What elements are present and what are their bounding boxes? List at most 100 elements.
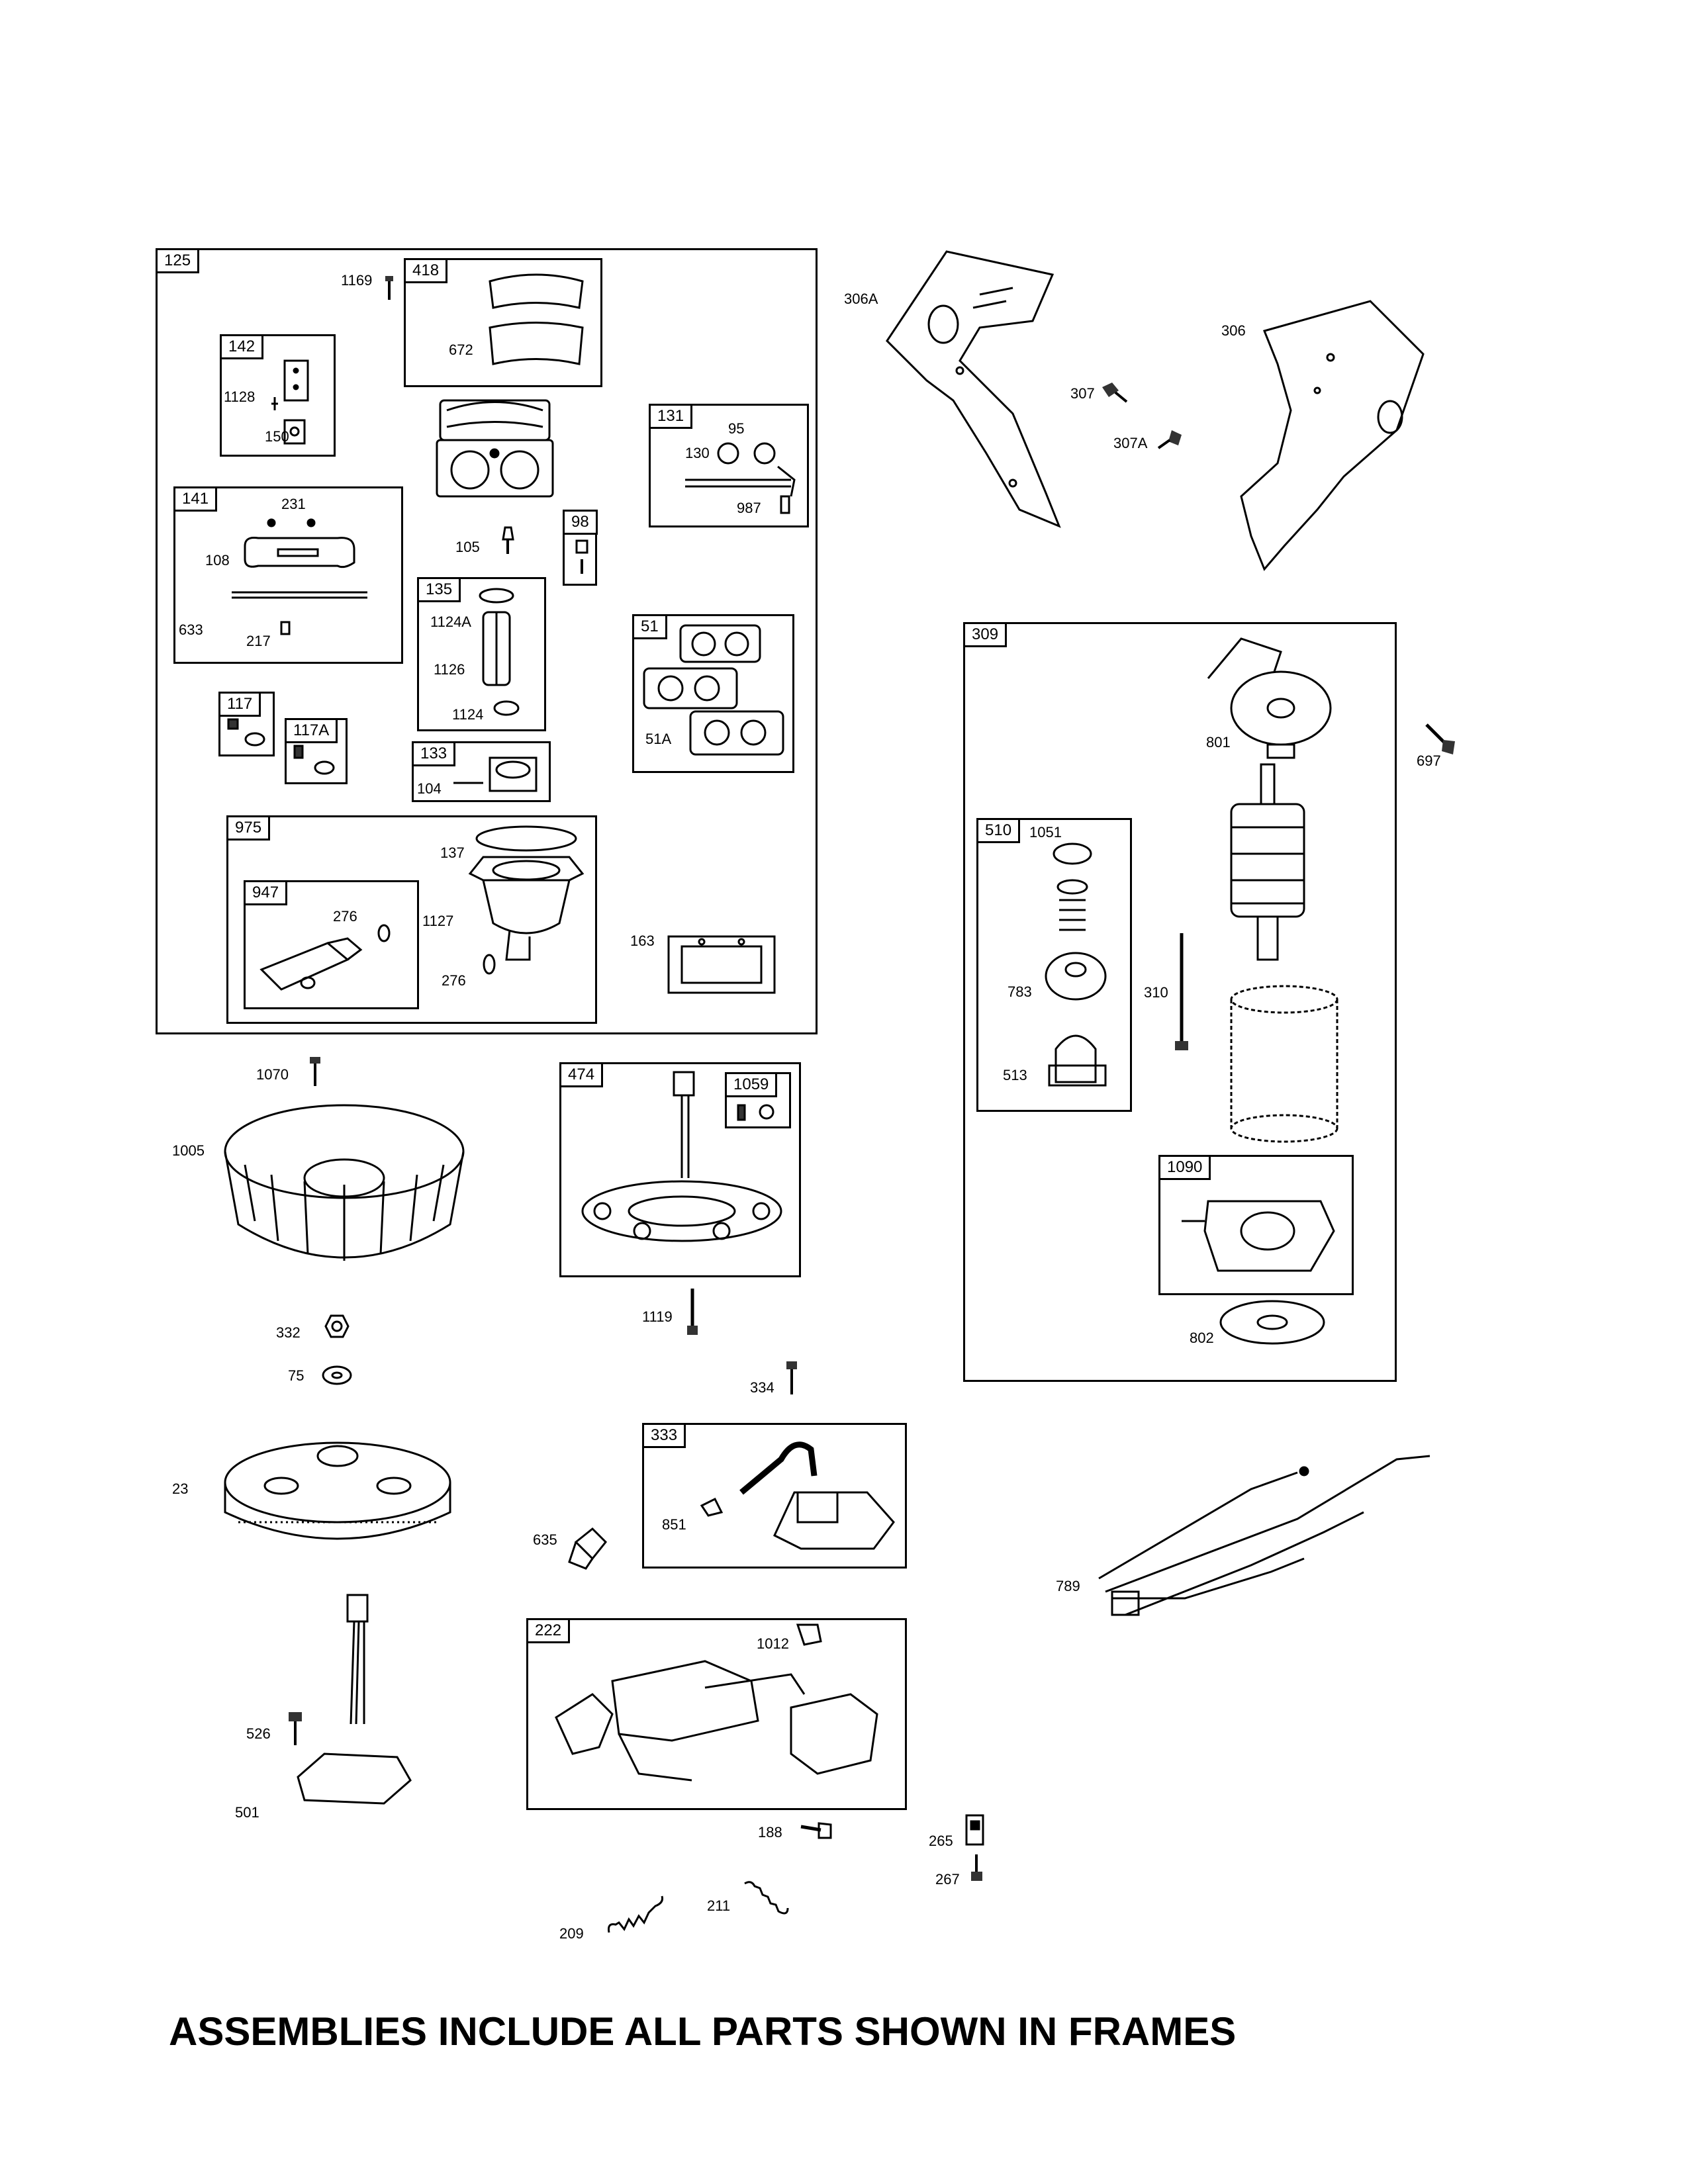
part-label-75: 75	[288, 1367, 305, 1384]
assembly-frame-131: 131	[649, 404, 809, 527]
assembly-frame-117: 117	[218, 692, 275, 756]
assembly-frame-1090: 1090	[1158, 1155, 1354, 1295]
part-label-306: 306	[1221, 322, 1246, 339]
part-label-1012: 1012	[757, 1635, 789, 1652]
starter-housing-icon	[1225, 983, 1344, 1145]
part-label-801: 801	[1206, 734, 1231, 751]
brush-plate-1090-icon	[1178, 1185, 1344, 1284]
fan-1005-icon	[218, 1099, 470, 1284]
part-label-108: 108	[205, 552, 230, 569]
wiring-harness-789-icon	[1086, 1433, 1436, 1631]
air-filter-gaskets-672-icon	[487, 271, 586, 371]
frame-tag: 141	[173, 486, 218, 512]
part-label-310: 310	[1144, 984, 1168, 1001]
assembly-frame-333: 333	[642, 1423, 907, 1569]
nut-332-icon	[324, 1314, 350, 1339]
part-label-276-a: 276	[333, 908, 357, 925]
part-label-1127: 1127	[422, 913, 454, 929]
part-label-501: 501	[235, 1804, 259, 1821]
assembly-frame-142: 142	[220, 334, 336, 457]
gasket-163-icon	[662, 930, 781, 999]
frame-tag: 142	[220, 334, 264, 359]
assembly-frame-222: 222	[526, 1618, 907, 1810]
assembly-frame-133: 133	[412, 741, 551, 802]
part-label-265: 265	[929, 1833, 953, 1849]
armature-icon	[1221, 761, 1314, 966]
frame-tag: 51	[632, 614, 667, 639]
screw-526-icon	[286, 1711, 305, 1747]
part-label-802: 802	[1190, 1330, 1214, 1346]
part-label-23: 23	[172, 1480, 189, 1497]
part-label-513: 513	[1003, 1067, 1027, 1083]
choke-plate-142-icon	[268, 357, 321, 450]
screw-307a-icon	[1155, 427, 1185, 450]
screw-307-icon	[1099, 381, 1129, 404]
assembly-frame-975: 975	[226, 815, 597, 1024]
spark-boot-635-icon	[563, 1522, 612, 1572]
frame-tag: 333	[642, 1423, 686, 1448]
frame-tag: 309	[963, 622, 1008, 647]
frame-tag: 474	[559, 1062, 604, 1087]
part-label-105: 105	[455, 539, 480, 555]
frame-tag: 117	[218, 692, 261, 717]
part-label-209: 209	[559, 1925, 584, 1942]
frame-tag: 133	[412, 741, 456, 766]
bolt-1119-icon	[685, 1287, 700, 1337]
frame-tag: 975	[226, 815, 271, 841]
part-label-276-b: 276	[442, 972, 466, 989]
part-label-188: 188	[758, 1824, 782, 1841]
screw-1070-icon	[308, 1056, 322, 1089]
screw-98-icon	[575, 539, 589, 576]
shroud-306a-icon	[880, 248, 1072, 529]
part-label-51a: 51A	[645, 731, 672, 747]
assembly-frame-418: 418	[404, 258, 602, 387]
part-label-1169: 1169	[341, 272, 373, 289]
end-plate-802-icon	[1218, 1297, 1327, 1347]
part-label-526: 526	[246, 1725, 271, 1742]
footer-note: ASSEMBLIES INCLUDE ALL PARTS SHOWN IN FR…	[169, 2009, 1237, 2054]
spring-209-icon	[606, 1893, 665, 1939]
parts-1059-icon	[735, 1102, 784, 1125]
part-label-672: 672	[449, 341, 473, 358]
frame-tag: 418	[404, 258, 448, 283]
part-label-1051: 1051	[1029, 824, 1062, 841]
part-label-334: 334	[750, 1379, 774, 1396]
part-label-95: 95	[728, 420, 745, 437]
part-label-307a: 307A	[1113, 435, 1148, 451]
part-label-137: 137	[440, 844, 465, 861]
part-label-306a: 306A	[844, 291, 878, 307]
regulator-501-icon	[285, 1592, 417, 1827]
part-label-104: 104	[417, 780, 442, 797]
assembly-frame-309: 309	[963, 622, 1397, 1382]
assembly-frame-51: 51	[632, 614, 794, 773]
throttle-shaft-131-icon	[679, 430, 801, 516]
frame-tag: 947	[244, 880, 288, 905]
screw-188-icon	[798, 1817, 834, 1843]
fitting-117-icon	[225, 718, 268, 748]
part-label-267: 267	[935, 1871, 960, 1888]
part-label-332: 332	[276, 1324, 301, 1341]
frame-tag: 98	[563, 510, 598, 535]
part-label-211: 211	[707, 1897, 731, 1914]
spring-211-icon	[741, 1878, 791, 1918]
frame-tag: 125	[156, 248, 200, 273]
pinion-parts-510-icon	[1033, 837, 1125, 1102]
part-label-130: 130	[685, 445, 710, 461]
frame-tag: 222	[526, 1618, 571, 1643]
part-label-1119: 1119	[642, 1308, 673, 1325]
part-label-1126: 1126	[434, 661, 465, 678]
throttle-plate-141-icon	[225, 513, 374, 639]
part-label-987: 987	[737, 500, 761, 516]
part-label-163: 163	[630, 933, 655, 949]
part-label-1005: 1005	[172, 1142, 205, 1159]
frame-tag: 135	[417, 577, 461, 602]
part-label-697: 697	[1417, 752, 1441, 769]
clip-265-icon	[963, 1813, 986, 1846]
assembly-frame-947: 947	[244, 880, 419, 1009]
part-label-789: 789	[1056, 1578, 1080, 1594]
alternator-stator-474-icon	[576, 1069, 788, 1267]
flywheel-23-icon	[218, 1426, 457, 1559]
screw-334-icon	[784, 1360, 799, 1396]
assembly-frame-474: 474	[559, 1062, 801, 1277]
screw-1169-icon	[383, 275, 396, 301]
